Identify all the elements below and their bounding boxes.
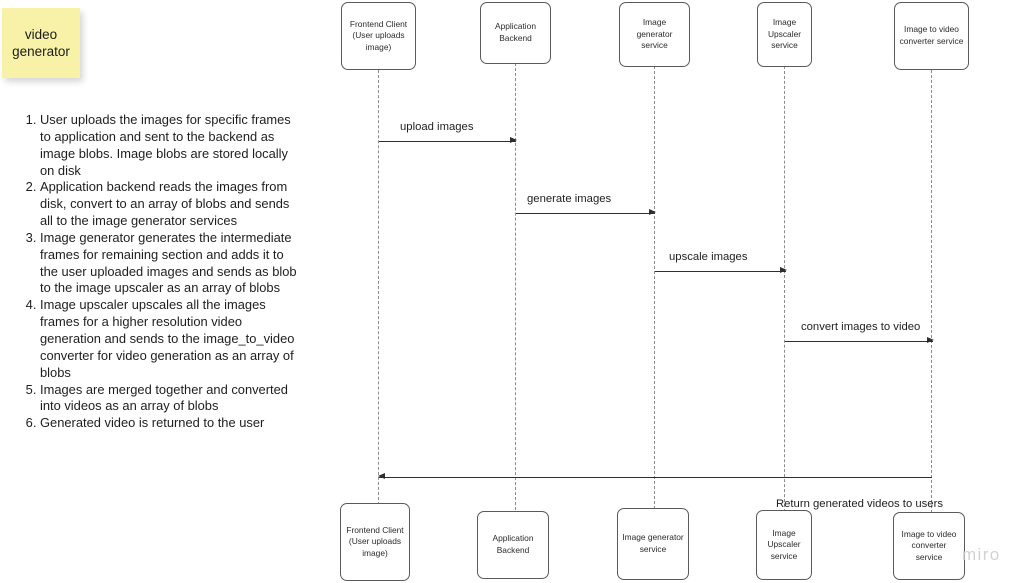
message-line [379, 141, 516, 142]
participant-label: Application Backend [492, 533, 534, 555]
sticky-note-text: video generator [12, 27, 70, 59]
message-line [379, 477, 932, 478]
message-line [785, 341, 933, 342]
participant-box-application-backend-bottom[interactable]: Application Backend [477, 511, 549, 579]
list-item: Images are merged together and converted… [40, 382, 298, 416]
participant-label: Image generator service [622, 532, 684, 554]
lifeline-application-backend [515, 63, 516, 515]
participant-label: Image Upscaler service [767, 17, 802, 51]
message-label: Return generated videos to users [775, 498, 943, 510]
list-item: User uploads the images for specific fra… [40, 112, 298, 179]
message-line [655, 271, 786, 272]
participant-box-image-upscaler-service-bottom[interactable]: Image Upscaler service [756, 510, 812, 580]
participant-label: Image Upscaler service [767, 527, 801, 561]
participant-box-image-upscaler-service-top[interactable]: Image Upscaler service [757, 2, 812, 67]
arrow-head-icon [378, 473, 385, 480]
participant-box-image-generator-service-bottom[interactable]: Image generator service [617, 508, 689, 580]
message-upscale-images[interactable]: upscale images [655, 251, 787, 274]
message-return-generated-videos[interactable]: Return generated videos to users [378, 473, 943, 510]
participant-label: Frontend Client (User uploads image) [349, 18, 408, 52]
participant-box-image-to-video-converter-service-top[interactable]: Image to video converter service [894, 2, 969, 70]
participant-box-image-generator-service-top[interactable]: Image generator service [619, 2, 690, 67]
participant-label: Image to video converter service [899, 24, 964, 46]
participant-box-image-to-video-converter-service-bottom[interactable]: Image to video converter service [893, 512, 965, 580]
message-generate-images[interactable]: generate images [516, 193, 656, 216]
list-item: Image generator generates the intermedia… [40, 230, 298, 297]
process-steps-list: User uploads the images for specific fra… [14, 112, 298, 432]
message-upload-images[interactable]: upload images [379, 121, 517, 144]
message-label: upload images [400, 121, 474, 133]
sticky-note-video-generator[interactable]: video generator [2, 8, 80, 78]
lifeline-frontend-client [378, 70, 379, 510]
list-item: Generated video is returned to the user [40, 415, 298, 432]
participant-box-frontend-client-bottom[interactable]: Frontend Client (User uploads image) [340, 503, 410, 581]
arrow-head-icon [649, 209, 656, 216]
lifeline-image-to-video-converter-service [931, 70, 932, 513]
list-item: Image upscaler upscales all the images f… [40, 297, 298, 381]
participant-box-frontend-client-top[interactable]: Frontend Client (User uploads image) [341, 2, 416, 70]
participant-label: Image to video converter service [901, 528, 957, 562]
participant-label: Application Backend [495, 21, 536, 43]
participant-box-application-backend-top[interactable]: Application Backend [480, 2, 551, 64]
message-line [516, 213, 655, 214]
participant-label: Frontend Client (User uploads image) [346, 524, 404, 558]
miro-watermark: miro [962, 545, 1001, 564]
message-label: convert images to video [801, 321, 921, 333]
participant-label: Image generator service [636, 17, 673, 51]
arrow-head-icon [780, 267, 787, 274]
lifeline-image-upscaler-service [784, 66, 785, 512]
message-label: upscale images [669, 251, 748, 263]
message-label: generate images [527, 193, 612, 205]
list-item: Application backend reads the images fro… [40, 179, 298, 230]
message-convert-images-to-video[interactable]: convert images to video [785, 321, 934, 344]
arrow-head-icon [927, 337, 934, 344]
arrow-head-icon [510, 137, 517, 144]
lifeline-image-generator-service [654, 66, 655, 514]
